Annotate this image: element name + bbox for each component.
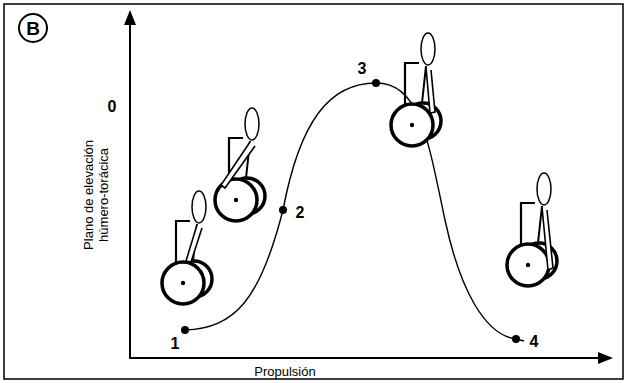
wheelchair-figure	[162, 191, 212, 304]
callout-number: 3	[358, 60, 367, 78]
wheelchair-figure	[507, 173, 557, 286]
callout-number: 2	[296, 204, 305, 222]
callout-number: 1	[171, 335, 180, 353]
elevation-curve	[185, 83, 524, 341]
curve-point	[181, 326, 189, 334]
curve-point	[512, 335, 520, 343]
panel-letter-circle: B	[18, 13, 48, 43]
curve-point	[279, 206, 287, 214]
y-axis-arrow	[124, 10, 136, 25]
x-axis-title: Propulsión	[254, 365, 315, 380]
wheelchair-figure	[391, 33, 441, 146]
y-axis-title: Plano de elevación húmero-torácica	[82, 130, 112, 260]
callout-number: 4	[530, 333, 539, 351]
x-axis-arrow	[598, 352, 613, 364]
callout-number: 0	[108, 98, 117, 116]
panel-letter: B	[26, 19, 40, 38]
panel-border	[4, 4, 623, 379]
y-axis	[129, 22, 131, 358]
wheelchair-figure	[215, 108, 265, 221]
curve-point	[372, 79, 380, 87]
x-axis	[129, 357, 600, 359]
